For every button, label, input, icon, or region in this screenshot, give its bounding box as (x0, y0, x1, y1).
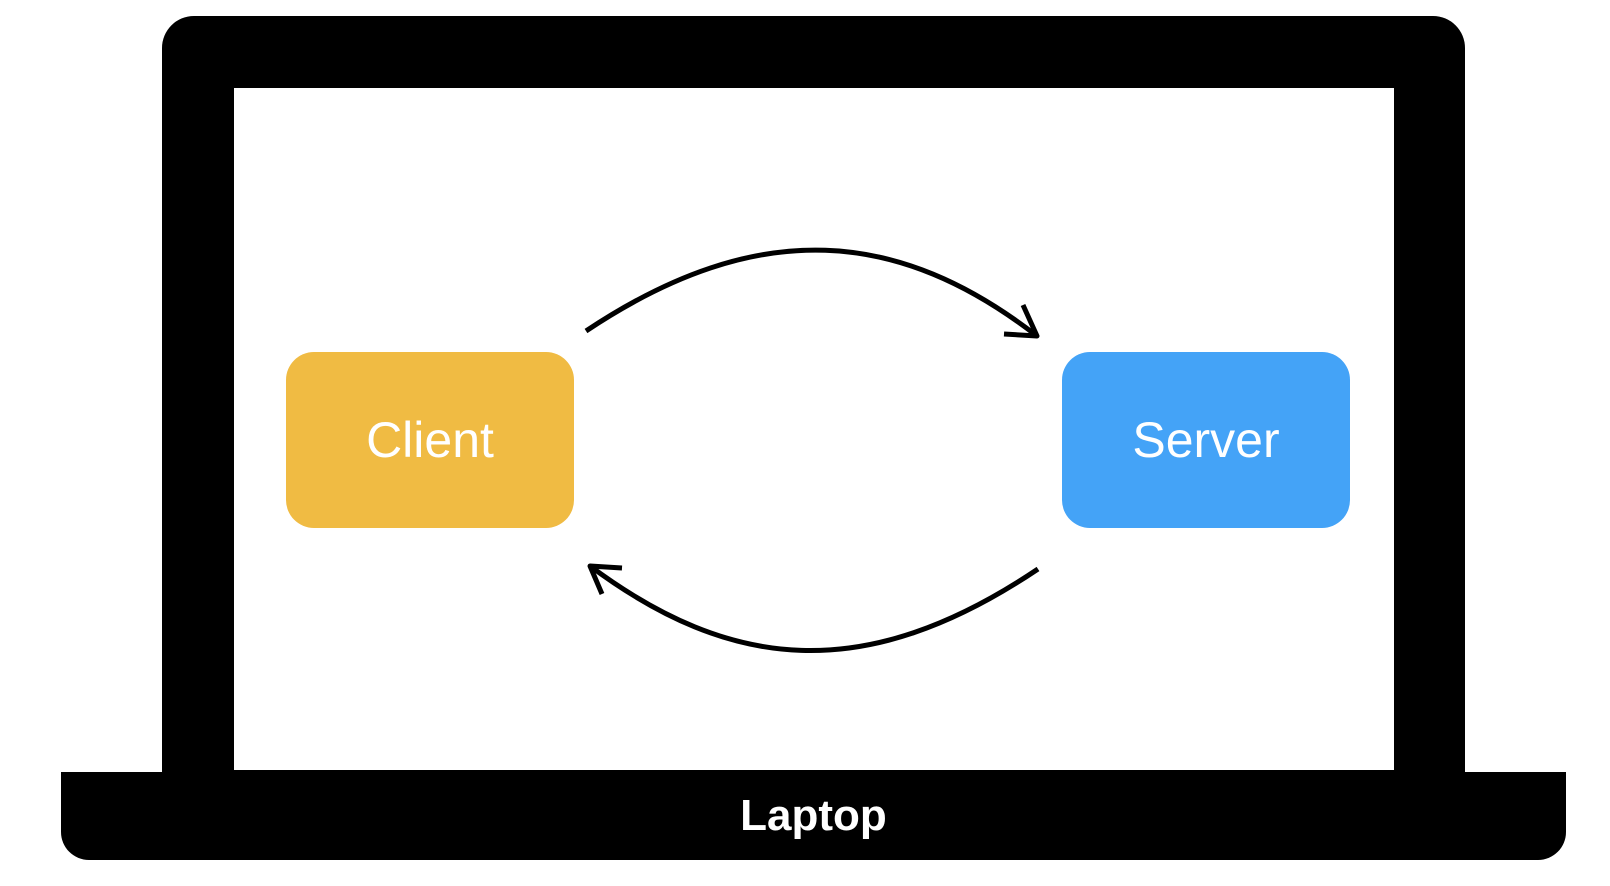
laptop-base: Laptop (61, 772, 1566, 860)
client-label: Client (366, 412, 494, 468)
request-arrowhead (1003, 303, 1040, 339)
laptop-label: Laptop (740, 791, 887, 840)
server-node: Server (1062, 352, 1350, 528)
client-node: Client (286, 352, 574, 528)
server-label: Server (1132, 412, 1280, 468)
response-arrowhead (587, 563, 623, 595)
request-arrow (584, 247, 1039, 338)
response-arrow (588, 563, 1040, 654)
